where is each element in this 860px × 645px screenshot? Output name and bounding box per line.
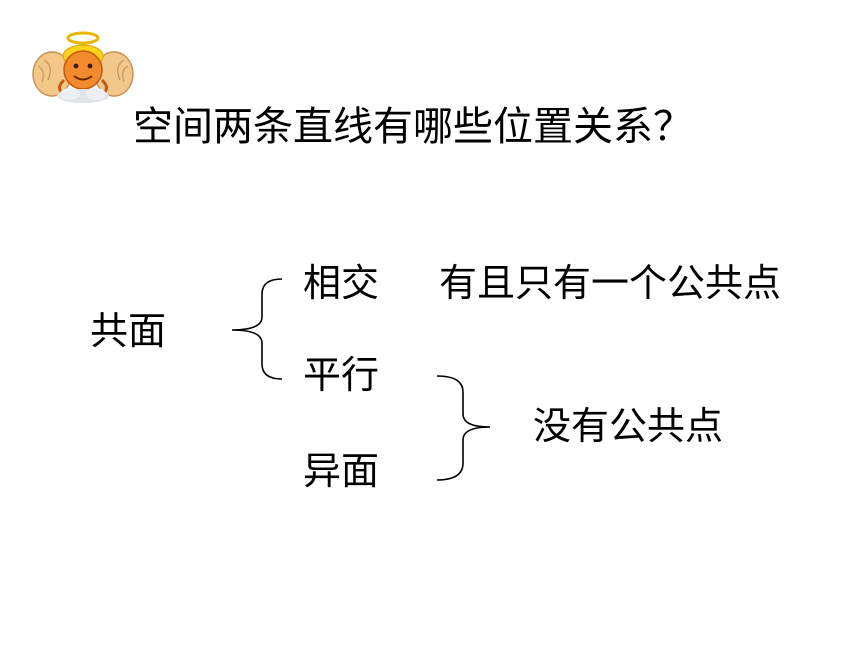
parallel-label: 平行 (303, 353, 380, 397)
intersect-label: 相交 (303, 261, 380, 305)
slide-title: 空间两条直线有哪些位置关系？ (133, 104, 693, 150)
intersect-description: 有且只有一个公共点 (439, 261, 782, 305)
right-brace (436, 375, 491, 481)
no-common-point-description: 没有公共点 (533, 404, 724, 448)
left-brace (231, 278, 283, 380)
angel-mascot-icon (32, 31, 134, 103)
skew-label: 异面 (303, 449, 380, 493)
coplanar-label: 共面 (90, 309, 167, 353)
